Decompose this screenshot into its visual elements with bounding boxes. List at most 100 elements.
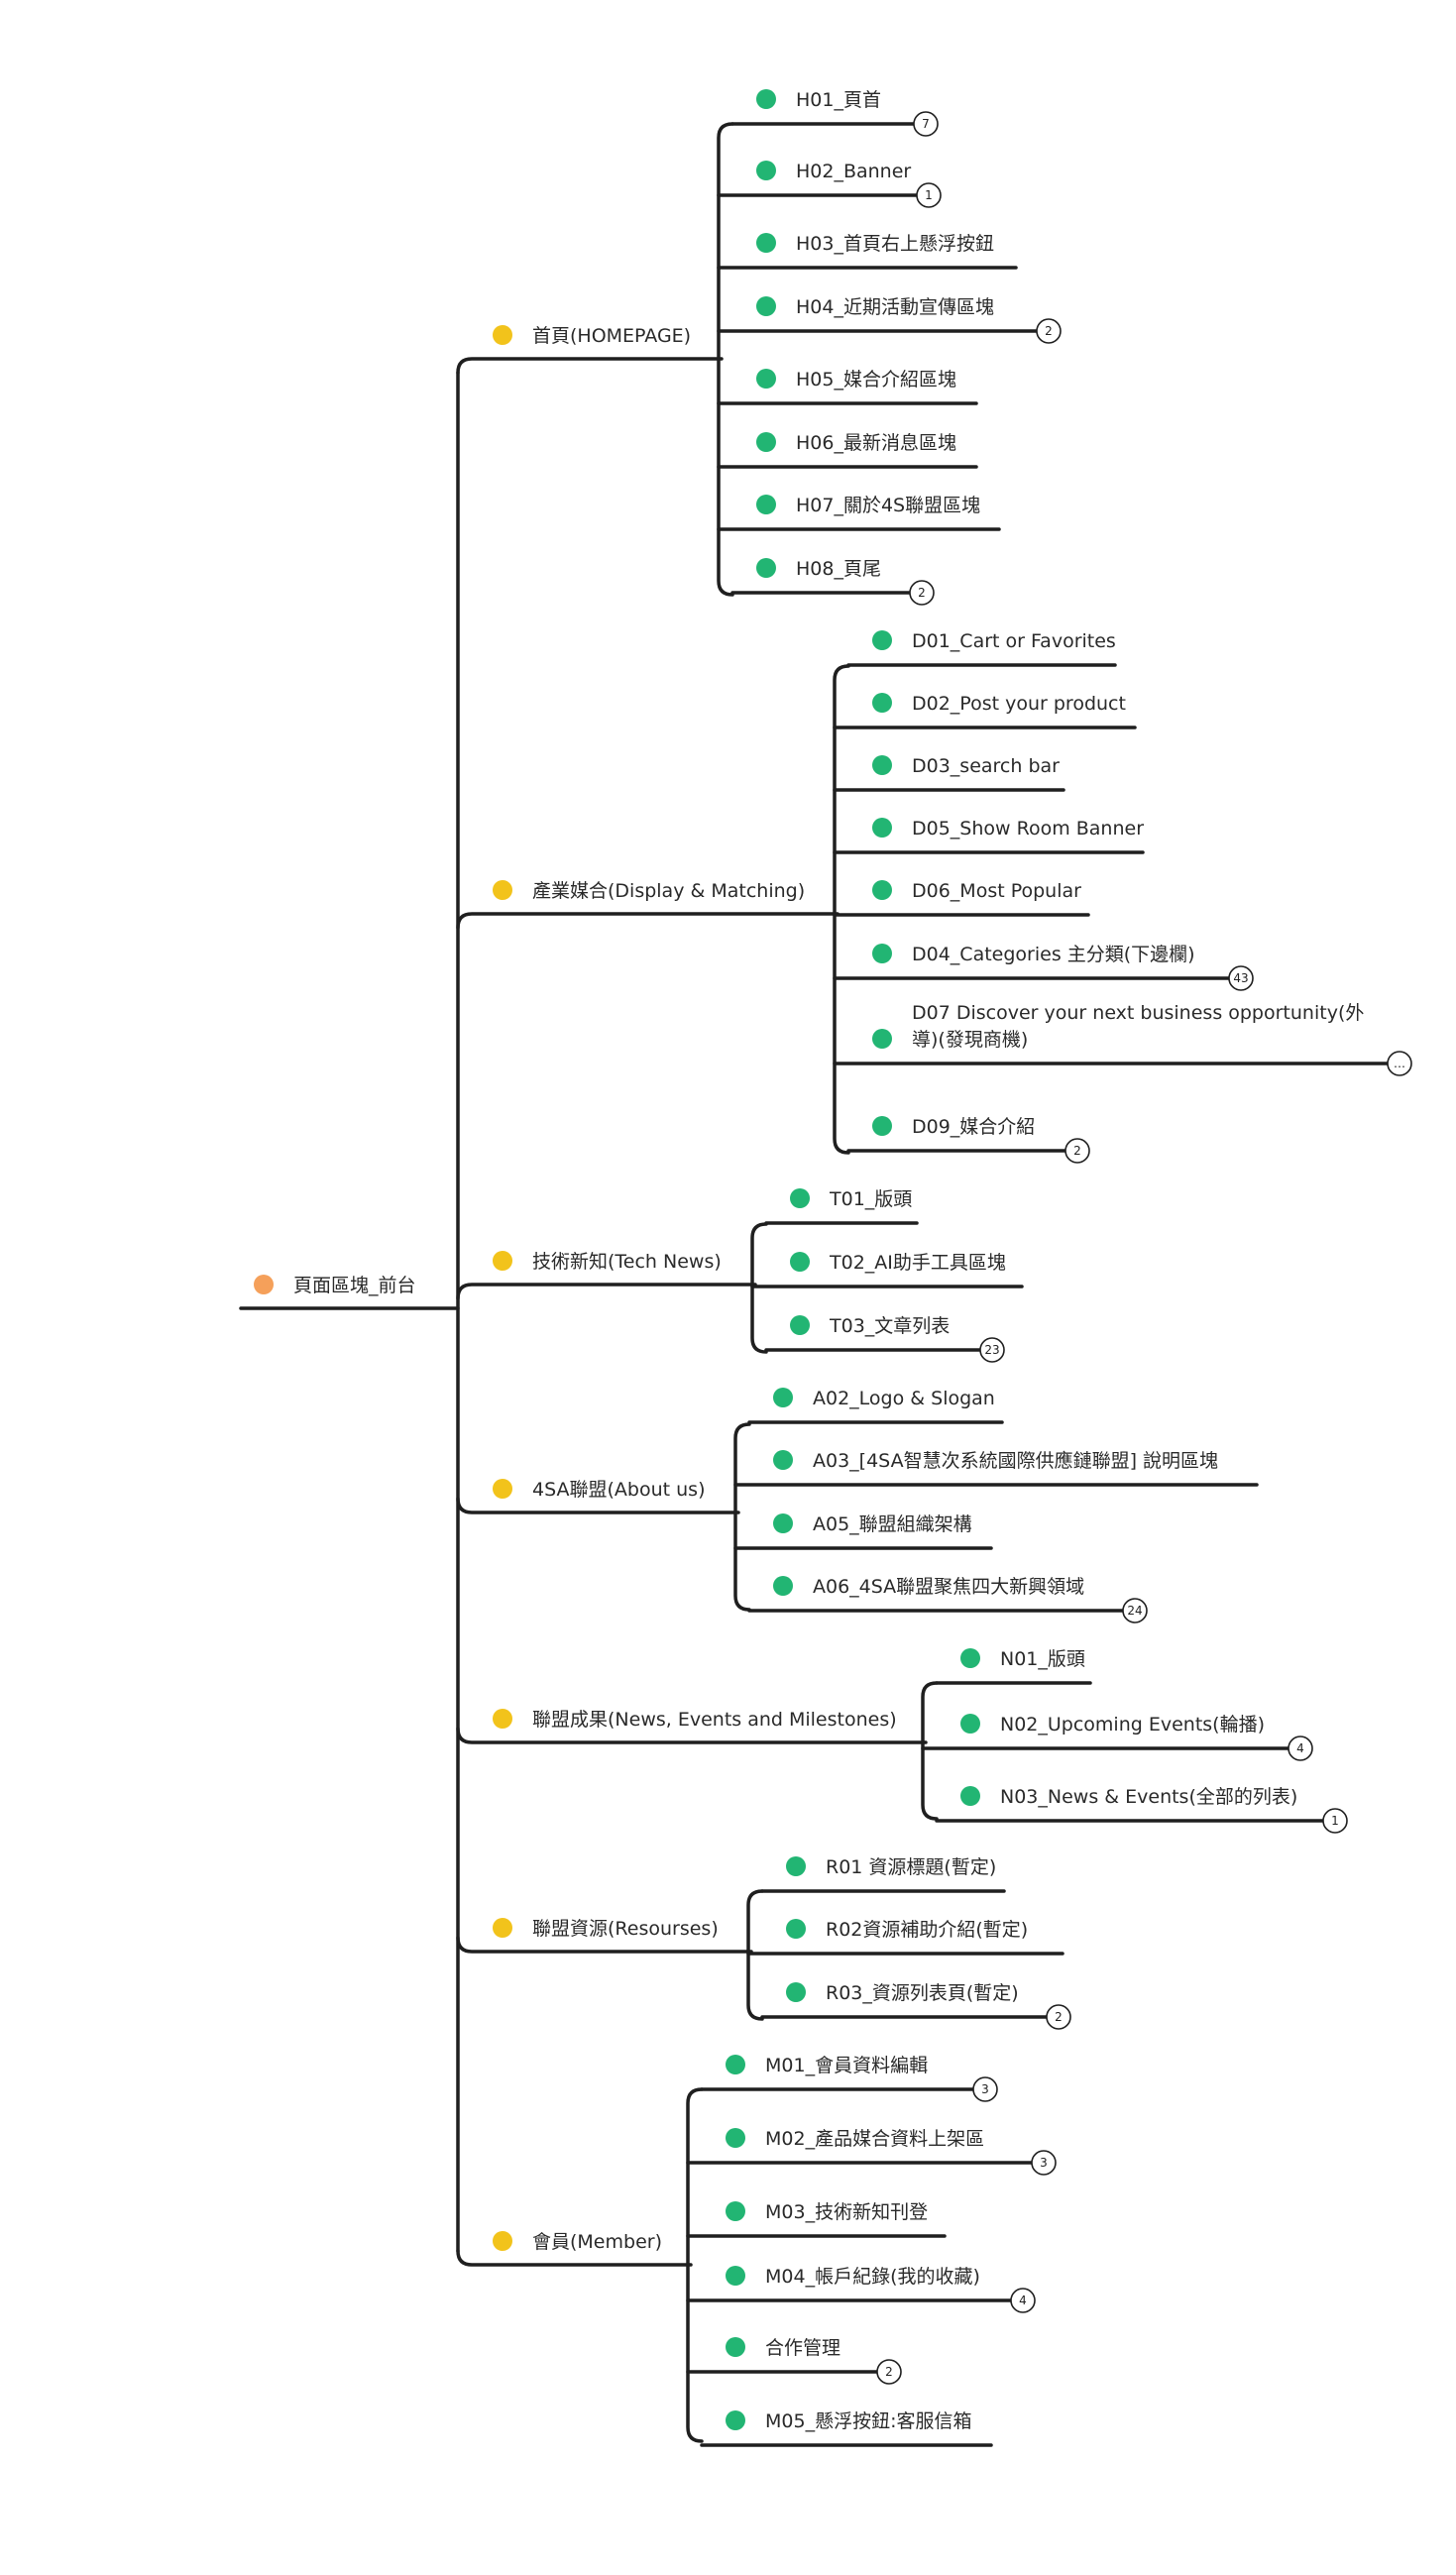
leaf-label: A03_[4SA智慧次系統國際供應鏈聯盟] 說明區塊 bbox=[813, 1449, 1218, 1472]
leaf-dot-icon bbox=[872, 630, 892, 650]
root-dot-icon bbox=[254, 1275, 274, 1294]
category-connector bbox=[456, 1283, 757, 1300]
badge-count: 23 bbox=[984, 1343, 999, 1357]
leaf-label: H05_媒合介紹區塊 bbox=[796, 369, 956, 391]
leaf-dot-icon bbox=[726, 2055, 745, 2074]
nodes: 頁面區塊_前台首頁(HOMEPAGE)H01_頁首7H02_Banner1H03… bbox=[254, 89, 1412, 2432]
badge-count: … bbox=[1394, 1057, 1405, 1070]
leaf-label: M05_懸浮按鈕:客服信箱 bbox=[765, 2410, 971, 2432]
category-label: 會員(Member) bbox=[532, 2231, 662, 2253]
root-label: 頁面區塊_前台 bbox=[293, 1275, 416, 1296]
leaf-dot-icon bbox=[872, 944, 892, 963]
leaf-dot-icon bbox=[790, 1252, 810, 1272]
leaf-label: D01_Cart or Favorites bbox=[912, 630, 1116, 652]
collapsed-count-badge[interactable]: 23 bbox=[979, 1337, 1005, 1363]
category-connector bbox=[456, 2249, 693, 2267]
leaf-dot-icon bbox=[960, 1786, 980, 1806]
collapsed-count-badge[interactable]: 3 bbox=[972, 2076, 998, 2102]
leaf-label: H06_最新消息區塊 bbox=[796, 432, 956, 454]
collapsed-count-badge[interactable]: 2 bbox=[1064, 1138, 1090, 1164]
category-connector bbox=[456, 1936, 753, 1954]
leaf-label: M02_產品媒合資料上架區 bbox=[765, 2128, 984, 2150]
leaf-label: H08_頁尾 bbox=[796, 558, 881, 580]
leaf-dot-icon bbox=[872, 755, 892, 775]
leaf-dot-icon bbox=[756, 432, 776, 452]
badge-count: 2 bbox=[885, 2365, 893, 2379]
category-dot-icon bbox=[493, 880, 512, 900]
leaf-dot-icon bbox=[872, 880, 892, 900]
category-label: 技術新知(Tech News) bbox=[532, 1251, 722, 1273]
leaf-dot-icon bbox=[786, 1982, 806, 2002]
badge-count: 43 bbox=[1233, 971, 1248, 985]
leaf-dot-icon bbox=[756, 369, 776, 389]
leaf-label: A02_Logo & Slogan bbox=[813, 1388, 995, 1409]
leaf-dot-icon bbox=[960, 1648, 980, 1668]
branch-spine bbox=[733, 1422, 751, 1612]
leaf-dot-icon bbox=[773, 1450, 793, 1470]
leaf-label: T01_版頭 bbox=[829, 1188, 912, 1210]
leaf-label: H03_首頁右上懸浮按鈕 bbox=[796, 233, 994, 255]
collapsed-count-badge[interactable]: 2 bbox=[876, 2359, 902, 2385]
leaf-dot-icon bbox=[773, 1513, 793, 1533]
leaf-label: D04_Categories 主分類(下邊欄) bbox=[912, 944, 1195, 965]
category-label: 聯盟成果(News, Events and Milestones) bbox=[532, 1709, 897, 1731]
collapsed-count-badge[interactable]: 2 bbox=[1046, 2004, 1071, 2030]
leaf-dot-icon bbox=[872, 693, 892, 713]
leaf-label: R02資源補助介紹(暫定) bbox=[826, 1919, 1028, 1941]
leaf-label-line2: 導)(發現商機) bbox=[912, 1029, 1028, 1051]
category-label: 產業媒合(Display & Matching) bbox=[532, 880, 805, 902]
leaf-dot-icon bbox=[726, 2201, 745, 2221]
leaf-label: N01_版頭 bbox=[1000, 1648, 1085, 1670]
leaf-label: 合作管理 bbox=[765, 2337, 840, 2359]
branch-spine bbox=[921, 1681, 939, 1821]
badge-count: 2 bbox=[918, 586, 926, 600]
collapsed-count-badge[interactable]: 3 bbox=[1031, 2150, 1057, 2176]
leaf-dot-icon bbox=[872, 818, 892, 838]
leaf-dot-icon bbox=[773, 1388, 793, 1407]
leaf-label: N02_Upcoming Events(輪播) bbox=[1000, 1714, 1265, 1735]
leaf-dot-icon bbox=[726, 2128, 745, 2148]
collapsed-count-badge[interactable]: 43 bbox=[1228, 965, 1254, 991]
collapsed-count-badge[interactable]: 1 bbox=[1322, 1808, 1348, 1834]
leaf-label: R03_資源列表頁(暫定) bbox=[826, 1982, 1019, 2004]
collapsed-count-badge[interactable]: 2 bbox=[909, 580, 935, 606]
badge-count: 3 bbox=[1040, 2156, 1048, 2170]
category-connector bbox=[456, 1727, 928, 1744]
leaf-dot-icon bbox=[726, 2266, 745, 2286]
leaf-dot-icon bbox=[790, 1188, 810, 1208]
branch-spine bbox=[833, 664, 850, 1155]
collapsed-count-badge[interactable]: 4 bbox=[1010, 2288, 1036, 2313]
collapsed-count-badge[interactable]: 2 bbox=[1036, 318, 1062, 344]
collapsed-count-badge[interactable]: 7 bbox=[913, 111, 939, 137]
connector-lines bbox=[239, 122, 1390, 2447]
leaf-label: D07 Discover your next business opportun… bbox=[912, 1002, 1364, 1024]
leaf-label: H04_近期活動宣傳區塊 bbox=[796, 296, 994, 318]
leaf-dot-icon bbox=[872, 1029, 892, 1049]
category-connector bbox=[456, 912, 840, 930]
branch-spine bbox=[717, 122, 734, 597]
leaf-dot-icon bbox=[786, 1919, 806, 1939]
category-connector bbox=[456, 1497, 740, 1514]
leaf-dot-icon bbox=[773, 1576, 793, 1596]
badge-count: 2 bbox=[1055, 2010, 1063, 2024]
leaf-label: R01 資源標題(暫定) bbox=[826, 1856, 996, 1878]
leaf-dot-icon bbox=[756, 558, 776, 578]
leaf-dot-icon bbox=[786, 1856, 806, 1876]
leaf-label: H01_頁首 bbox=[796, 89, 881, 111]
badge-count: 1 bbox=[925, 188, 933, 202]
leaf-label: M01_會員資料編輯 bbox=[765, 2055, 928, 2076]
leaf-label: T02_AI助手工具區塊 bbox=[829, 1252, 1006, 1274]
collapsed-count-badge[interactable]: … bbox=[1387, 1051, 1412, 1076]
collapsed-count-badge[interactable]: 1 bbox=[916, 182, 942, 208]
collapsed-count-badge[interactable]: 4 bbox=[1288, 1735, 1313, 1761]
badge-count: 7 bbox=[922, 117, 930, 131]
leaf-label: D06_Most Popular bbox=[912, 880, 1081, 902]
category-label: 4SA聯盟(About us) bbox=[532, 1479, 705, 1501]
leaf-dot-icon bbox=[872, 1116, 892, 1136]
collapsed-count-badge[interactable]: 24 bbox=[1122, 1598, 1148, 1623]
leaf-dot-icon bbox=[726, 2410, 745, 2430]
leaf-label: H07_關於4S聯盟區塊 bbox=[796, 495, 980, 516]
leaf-label: D02_Post your product bbox=[912, 693, 1126, 715]
leaf-dot-icon bbox=[756, 161, 776, 180]
